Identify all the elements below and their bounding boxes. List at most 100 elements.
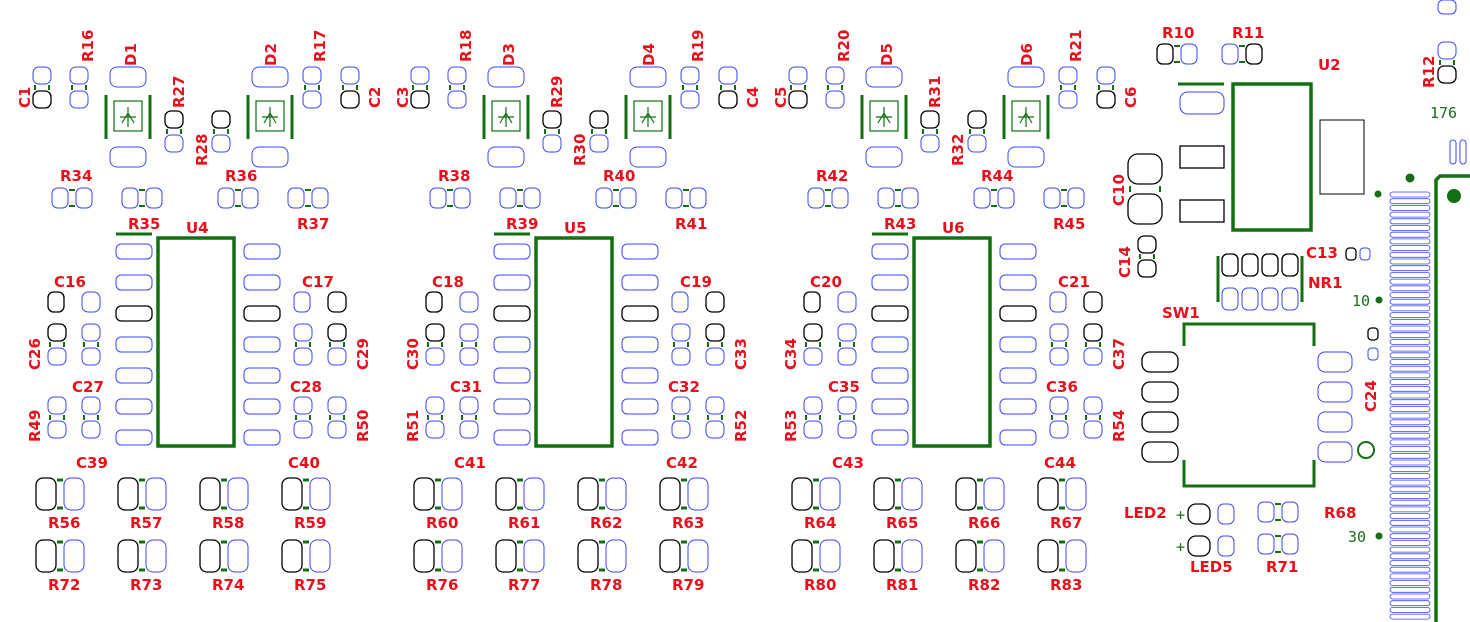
solder-pad[interactable] — [459, 347, 479, 366]
solder-pad[interactable] — [671, 323, 691, 342]
solder-pad[interactable] — [589, 110, 609, 129]
solder-pad[interactable] — [671, 347, 691, 366]
solder-pad[interactable] — [621, 305, 659, 322]
solder-pad[interactable] — [791, 477, 813, 511]
solder-pad[interactable] — [115, 336, 153, 353]
connector-pin[interactable] — [1389, 506, 1431, 513]
solder-pad[interactable] — [1241, 253, 1259, 277]
solder-pad[interactable] — [81, 347, 101, 366]
solder-pad[interactable] — [1281, 287, 1299, 311]
connector-pin[interactable] — [1389, 379, 1431, 386]
solder-pad[interactable] — [243, 367, 281, 384]
solder-pad[interactable] — [413, 539, 435, 573]
solder-pad[interactable] — [523, 477, 545, 511]
solder-pad[interactable] — [920, 110, 940, 129]
solder-pad[interactable] — [1317, 381, 1353, 403]
connector-pin[interactable] — [1389, 573, 1431, 580]
solder-pad[interactable] — [1141, 441, 1179, 463]
solder-pad[interactable] — [865, 66, 903, 88]
solder-pad[interactable] — [1437, 65, 1457, 84]
solder-pad[interactable] — [1217, 535, 1235, 557]
solder-pad[interactable] — [243, 243, 281, 260]
solder-pad[interactable] — [705, 420, 725, 439]
solder-pad[interactable] — [967, 110, 987, 129]
solder-pad[interactable] — [227, 477, 249, 511]
solder-pad[interactable] — [542, 134, 562, 153]
solder-pad[interactable] — [243, 336, 281, 353]
solder-pad[interactable] — [453, 187, 471, 209]
solder-pad[interactable] — [621, 398, 659, 415]
solder-pad[interactable] — [577, 539, 599, 573]
connector-pin[interactable] — [1389, 540, 1431, 546]
solder-pad[interactable] — [1221, 287, 1239, 311]
solder-pad[interactable] — [791, 539, 813, 573]
solder-pad[interactable] — [459, 323, 479, 342]
solder-pad[interactable] — [109, 66, 147, 88]
solder-pad[interactable] — [1281, 253, 1299, 277]
solder-pad[interactable] — [293, 323, 313, 342]
connector-pin[interactable] — [1389, 271, 1431, 278]
solder-pad[interactable] — [831, 187, 849, 209]
solder-pad[interactable] — [901, 539, 923, 573]
solder-pad[interactable] — [997, 187, 1015, 209]
solder-pad[interactable] — [1281, 501, 1299, 523]
solder-pad[interactable] — [837, 347, 857, 366]
solder-pad[interactable] — [293, 291, 311, 313]
solder-pad[interactable] — [145, 477, 167, 511]
solder-pad[interactable] — [425, 396, 445, 415]
connector-pin[interactable] — [1389, 526, 1431, 533]
solder-pad[interactable] — [410, 66, 430, 85]
solder-pad[interactable] — [665, 187, 683, 209]
solder-pad[interactable] — [621, 429, 659, 446]
solder-pad[interactable] — [1317, 411, 1353, 433]
solder-pad[interactable] — [211, 110, 231, 129]
solder-pad[interactable] — [145, 539, 167, 573]
solder-pad[interactable] — [589, 134, 609, 153]
solder-pad[interactable] — [705, 396, 725, 415]
ic-body[interactable] — [912, 236, 992, 448]
solder-pad[interactable] — [1221, 253, 1239, 277]
solder-pad[interactable] — [410, 90, 430, 109]
solder-pad[interactable] — [705, 347, 725, 366]
solder-pad[interactable] — [493, 305, 531, 322]
solder-pad[interactable] — [671, 291, 689, 313]
connector-pin[interactable] — [1389, 446, 1431, 453]
solder-pad[interactable] — [425, 347, 445, 366]
solder-pad[interactable] — [47, 291, 65, 313]
connector-pin[interactable] — [1389, 513, 1431, 519]
connector-pin[interactable] — [1389, 338, 1431, 345]
connector-pin[interactable] — [1389, 318, 1431, 325]
connector-pin[interactable] — [1389, 439, 1431, 446]
solder-pad[interactable] — [81, 323, 101, 342]
solder-pad[interactable] — [803, 420, 823, 439]
solder-pad[interactable] — [1083, 396, 1103, 415]
connector-pin[interactable] — [1389, 607, 1431, 613]
solder-pad[interactable] — [115, 367, 153, 384]
connector-pin[interactable] — [1389, 566, 1431, 573]
solder-pad[interactable] — [115, 305, 153, 322]
solder-pad[interactable] — [441, 477, 463, 511]
connector-pin[interactable] — [1389, 298, 1431, 305]
connector-pin[interactable] — [1389, 211, 1431, 218]
solder-pad[interactable] — [871, 398, 909, 415]
connector-pin[interactable] — [1389, 312, 1431, 319]
solder-pad[interactable] — [1241, 287, 1259, 311]
solder-pad[interactable] — [243, 429, 281, 446]
solder-pad[interactable] — [1359, 247, 1371, 261]
solder-pad[interactable] — [803, 323, 823, 342]
solder-pad[interactable] — [999, 367, 1037, 384]
solder-pad[interactable] — [999, 274, 1037, 291]
solder-pad[interactable] — [1257, 533, 1275, 555]
solder-pad[interactable] — [302, 90, 322, 109]
solder-pad[interactable] — [803, 347, 823, 366]
solder-pad[interactable] — [487, 146, 525, 168]
solder-pad[interactable] — [487, 66, 525, 88]
solder-pad[interactable] — [63, 477, 85, 511]
solder-pad[interactable] — [705, 291, 725, 313]
solder-pad[interactable] — [309, 477, 331, 511]
solder-pad[interactable] — [1096, 66, 1116, 85]
solder-pad[interactable] — [1037, 477, 1059, 511]
solder-pad[interactable] — [1037, 539, 1059, 573]
solder-pad[interactable] — [81, 420, 101, 439]
connector-pin[interactable] — [1389, 345, 1431, 352]
